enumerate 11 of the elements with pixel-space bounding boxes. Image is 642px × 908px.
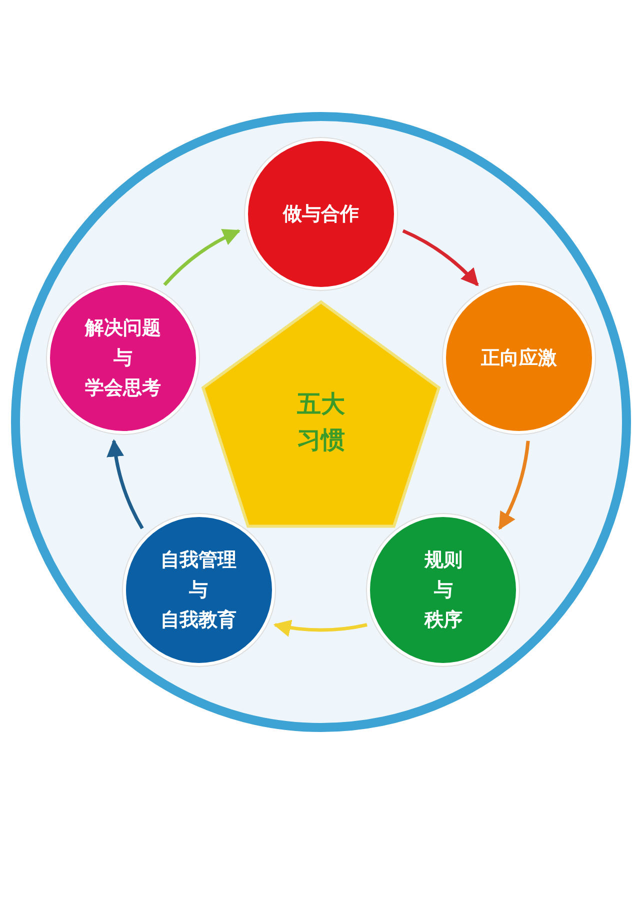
habit-label: 五大习惯 [297,389,345,456]
arrow [163,229,241,286]
habit-label: 解决问题与学会思考 [85,316,162,401]
arrow [108,439,144,530]
arrow [498,440,530,530]
habit-label: 规则与秩序 [424,548,462,634]
habit-label: 自我管理与自我教育 [160,548,237,634]
habit-label: 正向应激 [480,346,557,371]
arrow [402,229,479,286]
arrow [273,618,368,636]
habit-label: 做与合作 [283,202,359,227]
